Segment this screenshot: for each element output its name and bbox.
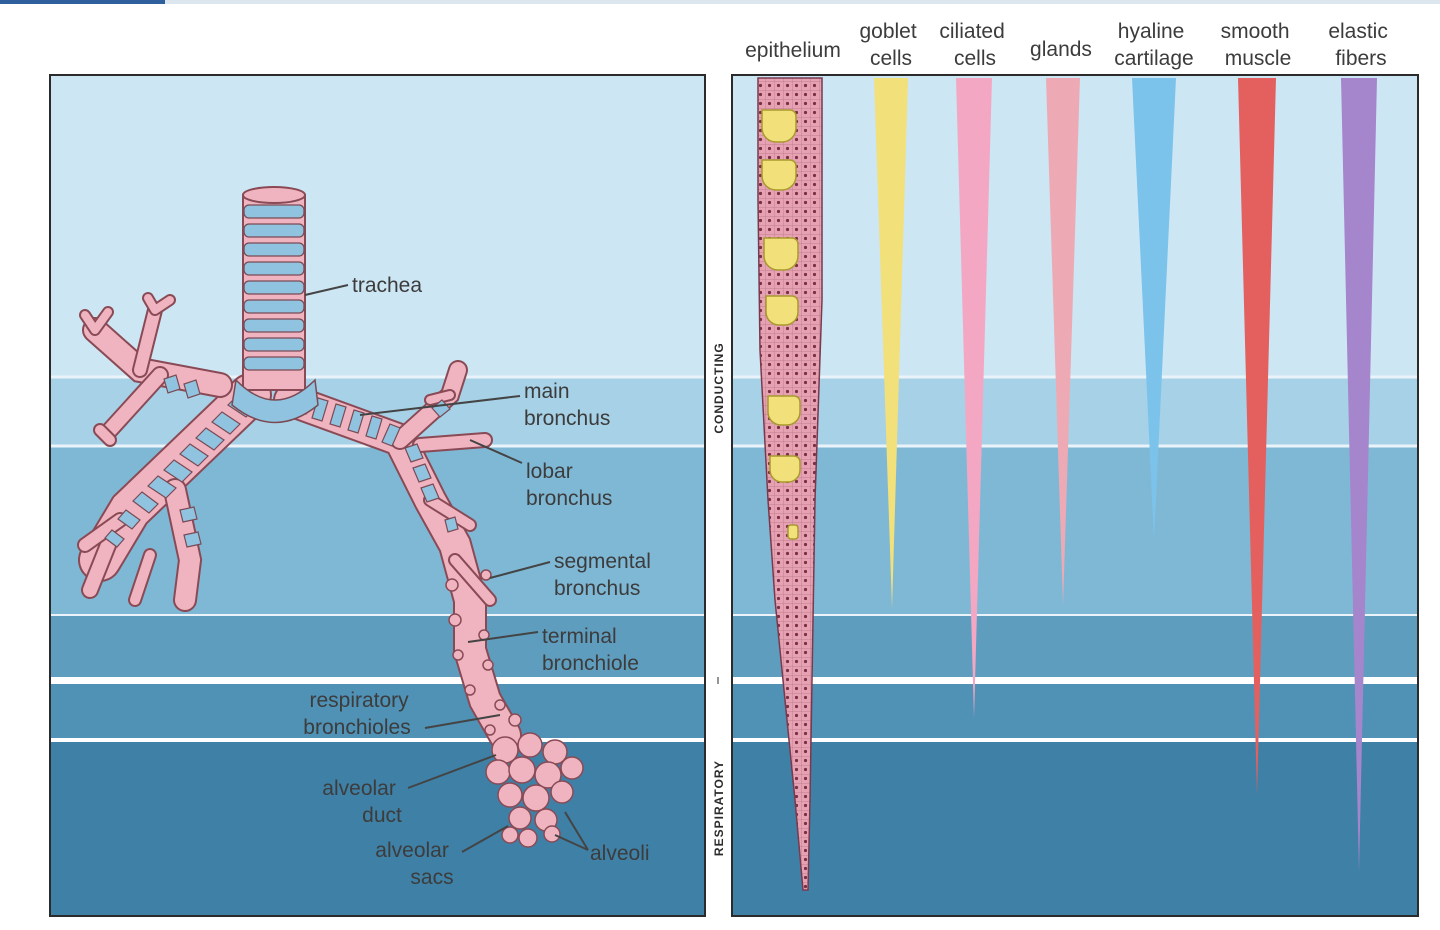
label-main-bronchus: main bronchus — [524, 380, 610, 430]
label-alveolar-duct: alveolar duct — [322, 777, 402, 827]
header-ciliated-cells: ciliated cells — [939, 20, 1010, 70]
top-rule — [165, 0, 1440, 4]
label-lobar-bronchus: lobar bronchus — [526, 460, 612, 510]
top-accent-bar — [0, 0, 165, 4]
leader-lines — [304, 284, 589, 853]
header-elastic-fibers: elastic fibers — [1328, 20, 1393, 70]
respiratory-zone-label: RESPIRATORY — [712, 760, 726, 856]
label-alveolar-sacs: alveolar sacs — [375, 839, 454, 889]
hyaline-cartilage-ribbon — [1132, 78, 1176, 540]
header-smooth-muscle: smooth muscle — [1221, 20, 1296, 70]
label-terminal-bronchiole: terminal bronchiole — [542, 625, 639, 675]
epithelium-wedge — [757, 77, 823, 891]
label-trachea: trachea — [352, 274, 422, 297]
bronchial-tree-illustration — [77, 186, 584, 848]
glands-ribbon — [1046, 78, 1080, 605]
label-respiratory-bronchioles: respiratory bronchioles — [303, 689, 414, 739]
goblet-cells-ribbon — [874, 78, 908, 608]
label-segmental-bronchus: segmental bronchus — [554, 550, 657, 600]
conducting-zone-label: CONDUCTING — [712, 342, 726, 433]
elastic-fibers-ribbon — [1341, 78, 1377, 872]
smooth-muscle-ribbon — [1238, 78, 1276, 795]
label-alveoli: alveoli — [590, 842, 650, 865]
zone-divider — [705, 75, 732, 916]
header-goblet-cells: goblet cells — [859, 20, 922, 70]
structure-labels: trachea main bronchus lobar bronchus seg… — [303, 274, 657, 889]
alveolar-cluster — [485, 732, 584, 848]
right-panel-background — [731, 74, 1419, 917]
header-hyaline-cartilage: hyaline cartilage — [1114, 20, 1193, 70]
header-glands: glands — [1030, 38, 1092, 61]
column-headers: epithelium goblet cells ciliated cells g… — [745, 20, 1393, 70]
header-epithelium: epithelium — [745, 39, 841, 62]
feature-ribbons — [874, 78, 1377, 872]
ciliated-cells-ribbon — [956, 78, 992, 718]
